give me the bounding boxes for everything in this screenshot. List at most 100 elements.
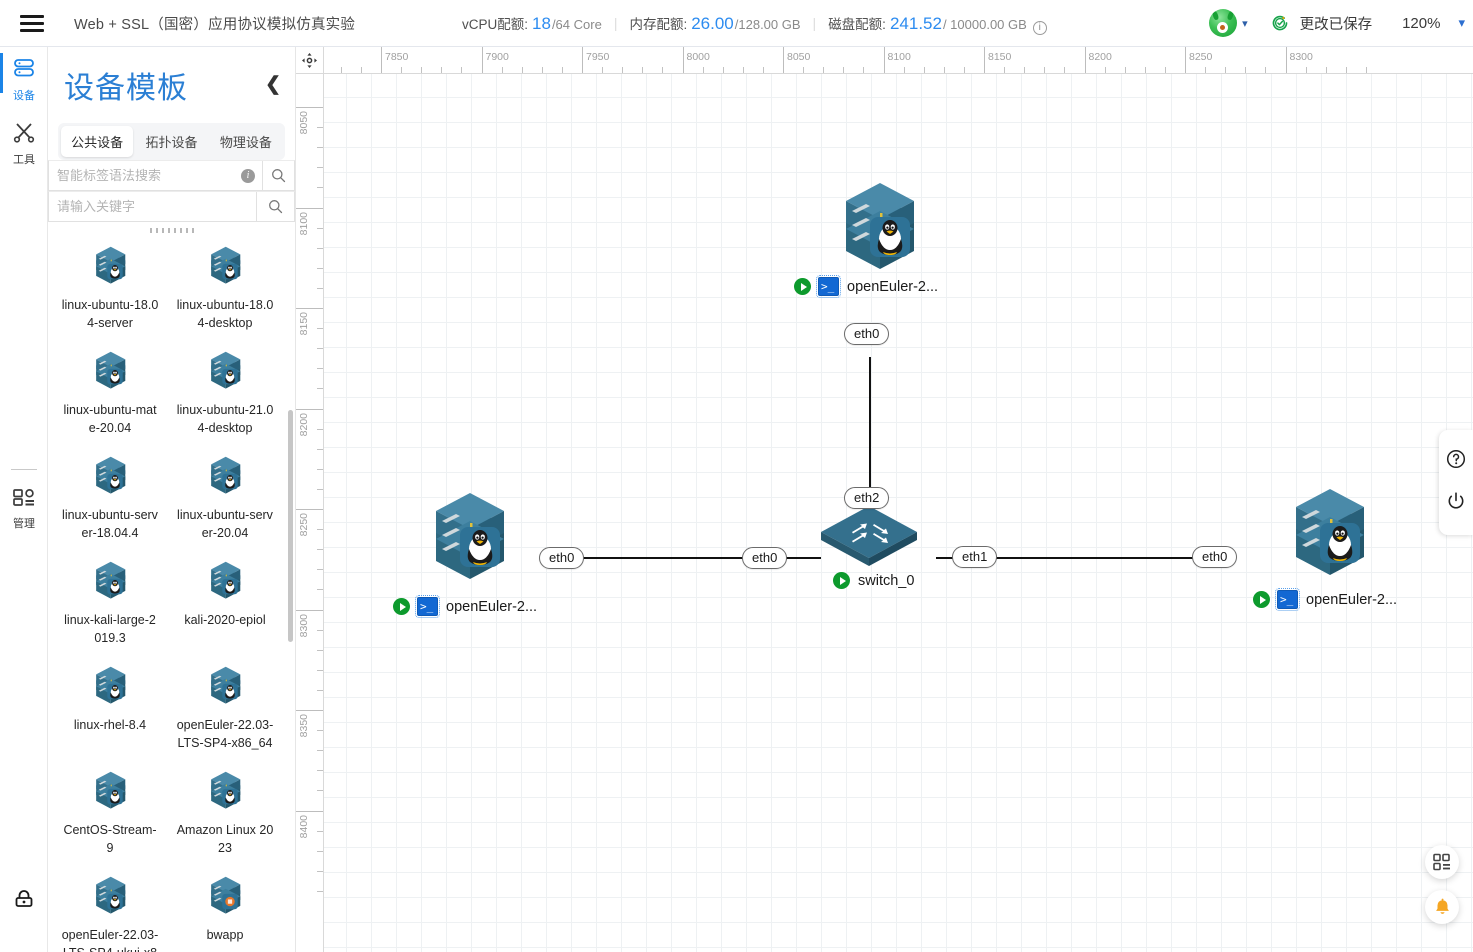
run-status-icon[interactable] <box>393 598 410 615</box>
terminal-icon[interactable] <box>415 595 440 618</box>
device-template-item[interactable]: openEuler-22.03-LTS-SP4-x86_64 <box>176 657 274 752</box>
ruler-h-label: 7950 <box>586 51 610 63</box>
vcpu-quota-total: /64 Core <box>551 16 602 32</box>
panel-header: 设备模板 ❮ <box>48 47 295 113</box>
device-template-item[interactable]: openEuler-22.03-LTS-SP4-ukui-x86_64 <box>61 867 159 952</box>
tab-physical-devices[interactable]: 物理设备 <box>219 135 272 150</box>
search-icon[interactable] <box>262 161 294 190</box>
interface-label-left-eth0[interactable]: eth0 <box>539 547 585 569</box>
sidebar-item-tools[interactable]: 工具 <box>0 111 48 175</box>
ruler-major-line <box>883 47 885 73</box>
device-template-label: linux-kali-large-2019.3 <box>64 613 156 645</box>
chevron-down-icon: ▾ <box>1242 17 1248 30</box>
device-list-scroll-area[interactable]: linux-ubuntu-18.04-server linux-ubuntu-1… <box>48 223 295 952</box>
node-switch-0[interactable]: switch_0 <box>818 502 920 589</box>
terminal-icon[interactable] <box>1275 588 1300 611</box>
chevron-left-icon[interactable]: ❮ <box>265 74 281 95</box>
memory-quota-total: /128.00 GB <box>734 16 801 32</box>
node-caption: switch_0 <box>833 572 914 589</box>
drag-dots <box>150 227 194 233</box>
search-input[interactable] <box>49 192 256 221</box>
ruler-minor-tick <box>317 468 323 470</box>
interface-label-switch-eth2[interactable]: eth2 <box>844 487 890 509</box>
run-status-icon[interactable] <box>794 278 811 295</box>
pan-move-icon[interactable] <box>296 47 324 74</box>
hamburger-icon[interactable] <box>8 0 56 46</box>
ruler-minor-tick <box>501 67 503 73</box>
quota-separator: | <box>613 15 618 31</box>
tab-topology-devices[interactable]: 拓扑设备 <box>145 135 198 150</box>
ruler-minor-tick <box>317 830 323 832</box>
ruler-minor-tick <box>1144 67 1146 73</box>
device-template-item[interactable]: linux-ubuntu-mate-20.04 <box>61 342 159 437</box>
ruler-minor-tick <box>1024 67 1026 73</box>
ruler-minor-tick <box>317 850 323 852</box>
power-icon[interactable] <box>1446 491 1466 516</box>
device-template-item[interactable]: linux-ubuntu-server-20.04 <box>176 447 274 542</box>
linux-server-icon <box>199 350 251 396</box>
info-icon[interactable]: i <box>1032 20 1047 35</box>
ruler-minor-tick <box>1104 67 1106 73</box>
ruler-h-label: 8250 <box>1189 51 1213 63</box>
saved-check-icon[interactable] <box>1270 13 1290 33</box>
left-icon-rail: 设备 工具 管理 <box>0 47 48 952</box>
device-template-item[interactable]: kali-2020-epiol <box>176 552 274 647</box>
device-template-item[interactable]: CentOS-Stream-9 <box>61 762 159 857</box>
switch-icon <box>818 502 920 573</box>
terminal-icon[interactable] <box>816 275 841 298</box>
dashboard-grid-icon[interactable] <box>1425 845 1459 879</box>
node-openeuler-left[interactable]: openEuler-2... <box>393 489 537 618</box>
sidebar-item-management[interactable]: 管理 <box>0 469 48 539</box>
ruler-minor-tick <box>317 147 323 149</box>
device-template-item[interactable]: bwapp <box>176 867 274 952</box>
link-top-to-switch[interactable] <box>869 357 871 557</box>
ruler-minor-tick <box>317 890 323 892</box>
user-avatar-button[interactable]: ▾ <box>1201 9 1256 37</box>
node-openeuler-right[interactable]: openEuler-2... <box>1253 485 1397 611</box>
ruler-minor-tick <box>317 488 323 490</box>
panel-title: 设备模板 <box>64 72 188 105</box>
tag-search-input[interactable] <box>49 161 241 190</box>
interface-label-switch-eth1[interactable]: eth1 <box>952 546 998 568</box>
device-template-item[interactable]: linux-ubuntu-21.04-desktop <box>176 342 274 437</box>
avatar <box>1209 9 1238 37</box>
linux-server-icon <box>199 560 251 606</box>
device-template-item[interactable]: linux-ubuntu-18.04-server <box>61 237 159 332</box>
device-template-item[interactable]: linux-ubuntu-server-18.04.4 <box>61 447 159 542</box>
panel-drag-handle[interactable] <box>48 223 295 237</box>
device-list-scrollbar[interactable] <box>288 410 293 642</box>
hamburger-bar <box>20 28 44 32</box>
bell-icon[interactable] <box>1425 890 1459 924</box>
disk-quota-label: 磁盘配额: <box>828 16 886 32</box>
sidebar-item-devices[interactable]: 设备 <box>0 47 48 111</box>
app-server-icon <box>199 875 251 921</box>
device-template-label: linux-rhel-8.4 <box>73 718 147 732</box>
device-template-label: linux-ubuntu-mate-20.04 <box>63 403 157 435</box>
memory-quota: 内存配额: 26.00 /128.00 GB <box>629 13 800 34</box>
device-template-item[interactable]: linux-ubuntu-18.04-desktop <box>176 237 274 332</box>
link-left-to-switch[interactable] <box>551 557 821 559</box>
interface-label-top-eth0[interactable]: eth0 <box>844 323 890 345</box>
node-openeuler-top[interactable]: openEuler-2... <box>794 179 938 298</box>
search-icon[interactable] <box>256 192 294 221</box>
device-template-item[interactable]: linux-rhel-8.4 <box>61 657 159 752</box>
ruler-major-line <box>296 107 323 108</box>
help-circle-icon[interactable] <box>1446 449 1466 474</box>
zoom-selector[interactable]: 120% ▾ <box>1402 15 1465 32</box>
linux-server-icon <box>84 560 136 606</box>
avatar-horn-left <box>1211 10 1220 21</box>
lock-icon[interactable] <box>0 888 48 910</box>
device-template-item[interactable]: linux-kali-large-2019.3 <box>61 552 159 647</box>
tab-public-devices[interactable]: 公共设备 <box>61 126 134 157</box>
link-switch-to-right[interactable] <box>936 557 1206 559</box>
ruler-minor-tick <box>521 67 523 73</box>
info-icon[interactable]: i <box>241 161 262 190</box>
run-status-icon[interactable] <box>833 572 850 589</box>
interface-label-switch-eth0[interactable]: eth0 <box>742 547 788 569</box>
ruler-minor-tick <box>317 287 323 289</box>
run-status-icon[interactable] <box>1253 591 1270 608</box>
ruler-major-line <box>682 47 684 73</box>
interface-label-right-eth0[interactable]: eth0 <box>1192 546 1238 568</box>
device-template-item[interactable]: Amazon Linux 2023 <box>176 762 274 857</box>
